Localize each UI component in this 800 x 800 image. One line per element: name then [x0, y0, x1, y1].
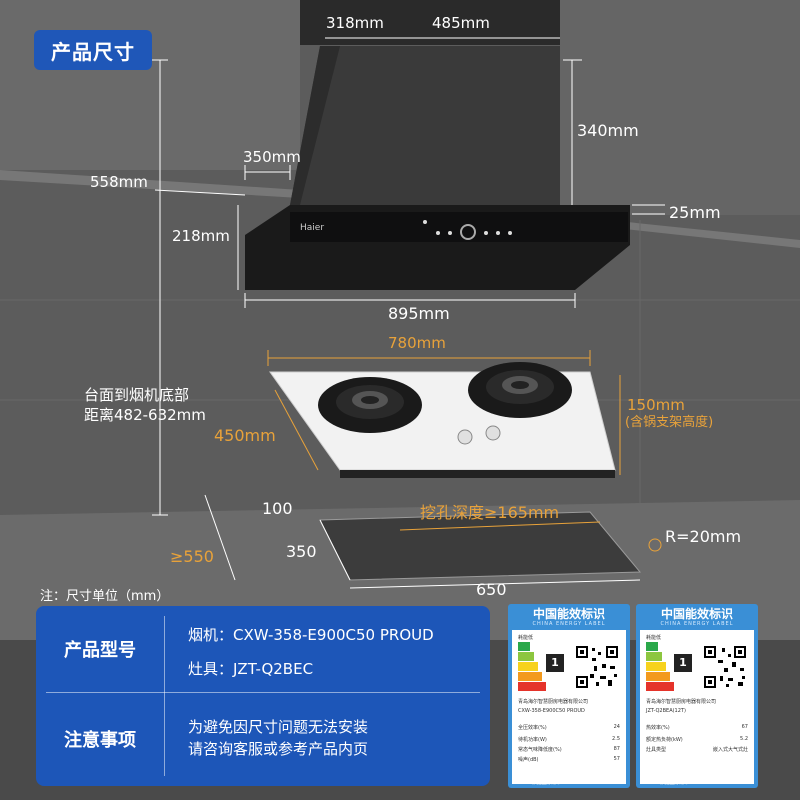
energy-label-maker: 青岛海尔智慧厨房电器有限公司 — [518, 699, 589, 705]
energy-label-title: 中国能效标识 — [532, 607, 605, 621]
right-knob — [485, 425, 501, 441]
energy-label-title: 中国能效标识 — [660, 607, 733, 621]
notice-row: 注意事项 为避免因尺寸问题无法安装 请咨询客服或参考产品内页 — [36, 692, 490, 786]
grade-bar-5 — [518, 682, 546, 691]
energy-label-standard: 依据国家标准：GB 29539-2013 — [531, 780, 607, 786]
cooktop-height-label: 150mm — [627, 396, 685, 414]
right-burner — [468, 362, 572, 418]
energy-label-body: 耗能低 1 青岛海尔智慧厨房电器有限公司 JZT-Q2BEA(12T) 热效率(… — [640, 630, 754, 784]
cooktop-dimension-lines — [267, 350, 662, 552]
cutout-front-gap-label: 100 — [262, 499, 293, 518]
wall-depth-label: 558mm — [90, 173, 148, 191]
counter-to-hood-label-line1: 台面到烟机底部 — [84, 386, 190, 404]
energy-label-model: JZT-Q2BEA(12T) — [646, 708, 686, 714]
hood-panel-height-label: 218mm — [172, 227, 230, 245]
energy-row-key: 灶具类型 — [646, 747, 667, 753]
page-title: 产品尺寸 — [34, 30, 152, 70]
hood-height-upper-label: 340mm — [577, 121, 639, 140]
energy-row-key: 待机功率(W) — [518, 737, 547, 743]
unit-note: 注：尺寸单位（mm） — [40, 589, 170, 604]
model-row: 产品型号 烟机：CXW-358-E900C50 PROUD 灶具：JZT-Q2B… — [36, 606, 490, 692]
grade-bar-1 — [518, 642, 530, 651]
grade-bar-2 — [646, 652, 662, 661]
energy-row-key: 噪声(dB) — [518, 757, 539, 763]
hood-chimney-side — [290, 46, 340, 205]
notice-line-1: 为避免因尺寸问题无法安装 — [188, 718, 369, 736]
energy-label-subtitle: CHINA ENERGY LABEL — [532, 621, 606, 627]
hood-chimney — [290, 46, 560, 205]
notice-heading: 注意事项 — [64, 730, 136, 751]
energy-row-value: 24 — [613, 724, 620, 730]
grade-bar-4 — [646, 672, 670, 681]
cutout-width-label: 650 — [476, 580, 507, 599]
counter-to-hood-label-line2: 距离482-632mm — [84, 406, 206, 424]
cooktop-height-note: (含锅支架高度) — [625, 415, 714, 430]
left-knob — [457, 429, 473, 445]
hood-controls — [423, 220, 512, 240]
energy-label-hood: 中国能效标识 CHINA ENERGY LABEL 耗能低 1 青岛海尔智慧厨房… — [508, 604, 630, 788]
grade-scale-title: 耗能低 — [518, 635, 534, 641]
hood-depth-lower-label: 350mm — [243, 148, 301, 166]
cabinet-left — [0, 0, 300, 170]
grade-bar-4 — [518, 672, 542, 681]
hood-width-top-label: 485mm — [432, 14, 490, 32]
cutout-min-depth-label: ≥550 — [170, 547, 214, 566]
hood-step-label: 25mm — [669, 203, 721, 222]
energy-label-stove: 中国能效标识 CHINA ENERGY LABEL 耗能低 1 青岛海尔智慧厨房… — [636, 604, 758, 788]
energy-row-value: 57 — [613, 756, 620, 762]
energy-label-standard: 依据国家标准：GB 30720-2014 — [659, 780, 735, 786]
hood-depth-top-label: 318mm — [326, 14, 384, 32]
qr-code-icon — [574, 644, 620, 690]
cutout-radius-label: R=20mm — [665, 527, 742, 546]
model-heading: 产品型号 — [64, 640, 136, 661]
energy-row-value: 87 — [613, 746, 620, 752]
hood-width-label: 895mm — [388, 304, 450, 323]
energy-label-body: 耗能低 1 青岛海尔智慧厨房电器有限公司 CXW-358-E900C50 PRO… — [512, 630, 626, 784]
energy-label-model: CXW-358-E900C50 PROUD — [518, 708, 585, 714]
grade-bar-2 — [518, 652, 534, 661]
energy-row-value: 嵌入式大气式灶 — [712, 747, 748, 753]
cutout-depth-requirement-label: 挖孔深度≥165mm — [420, 503, 560, 522]
grade-bar-5 — [646, 682, 674, 691]
grade-scale-title: 耗能低 — [646, 635, 662, 641]
grade-bar-3 — [646, 662, 666, 671]
cooktop-depth-label: 450mm — [214, 426, 276, 445]
hood-brand-logo: Haier — [300, 223, 324, 233]
grade-bar-3 — [518, 662, 538, 671]
cutout-depth-label: 350 — [286, 542, 317, 561]
stove-model: 灶具：JZT-Q2BEC — [188, 660, 314, 678]
grade-bar-1 — [646, 642, 658, 651]
energy-row-value: 2.5 — [612, 736, 620, 742]
energy-row-key: 热效率(%) — [646, 725, 670, 731]
qr-code-icon — [702, 644, 748, 690]
grade-badge: 1 — [674, 654, 692, 672]
cooktop-width-label: 780mm — [388, 334, 446, 352]
energy-row-key: 额定热负荷(kW) — [646, 737, 683, 743]
energy-label-subtitle: CHINA ENERGY LABEL — [660, 621, 734, 627]
left-burner — [318, 377, 422, 433]
energy-row-key: 常态气味降低度(%) — [518, 747, 562, 753]
energy-row-value: 5.2 — [740, 736, 748, 742]
energy-row-key: 全压效率(%) — [518, 725, 547, 731]
cooktop-base — [340, 470, 615, 478]
info-divider-horizontal — [46, 692, 480, 693]
energy-row-value: 67 — [741, 724, 748, 730]
cabinet-right — [560, 0, 800, 215]
hood-model: 烟机：CXW-358-E900C50 PROUD — [188, 626, 434, 644]
cabinet-left-edge — [0, 170, 300, 198]
hood-glass-panel — [290, 212, 628, 242]
notice-line-2: 请咨询客服或参考产品内页 — [188, 740, 369, 758]
dimension-lines — [152, 37, 665, 589]
grade-badge: 1 — [546, 654, 564, 672]
product-info-panel: 产品型号 烟机：CXW-358-E900C50 PROUD 灶具：JZT-Q2B… — [36, 606, 490, 786]
info-divider-vertical — [164, 616, 165, 776]
energy-label-maker: 青岛海尔智慧厨房电器有限公司 — [646, 699, 717, 705]
